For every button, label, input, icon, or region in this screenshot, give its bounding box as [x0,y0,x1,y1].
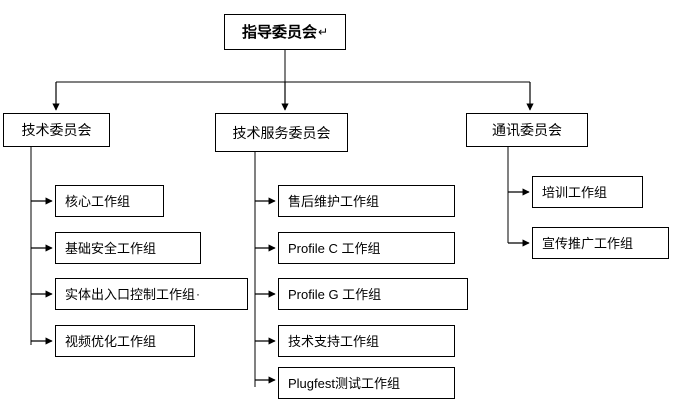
paragraph-mark-icon: ↵ [317,25,329,39]
node-label: 技术支持工作组 [288,333,380,349]
node-label: 技术服务委员会 [232,124,331,141]
node-plugfest-testing-working-group[interactable]: Plugfest测试工作组 [278,367,455,399]
node-physical-access-control-working-group[interactable]: 实体出入口控制工作组· [55,278,248,310]
node-video-optimization-working-group[interactable]: 视频优化工作组 [55,325,195,357]
node-training-working-group[interactable]: 培训工作组 [532,176,643,208]
node-label: 宣传推广工作组 [542,235,634,251]
node-label: Profile C 工作组 [288,240,381,256]
node-technical-support-working-group[interactable]: 技术支持工作组 [278,325,455,357]
node-label: 基础安全工作组 [65,240,157,256]
node-profile-c-working-group[interactable]: Profile C 工作组 [278,232,455,264]
node-profile-g-working-group[interactable]: Profile G 工作组 [278,278,468,310]
node-label: Profile G 工作组 [288,286,382,302]
node-core-working-group[interactable]: 核心工作组 [55,185,164,217]
node-aftersales-maintenance-working-group[interactable]: 售后维护工作组 [278,185,455,217]
node-label: 实体出入口控制工作组 [65,286,196,302]
node-label: 视频优化工作组 [65,333,157,349]
node-label: Plugfest测试工作组 [288,375,400,391]
trailing-mark-icon: · [196,287,201,301]
node-label: 通讯委员会 [492,122,562,138]
node-promotion-working-group[interactable]: 宣传推广工作组 [532,227,669,259]
node-label: 指导委员会 [241,23,317,41]
node-label: 核心工作组 [65,193,131,209]
node-technical-service-committee[interactable]: 技术服务委员会 [215,113,348,152]
node-label: 售后维护工作组 [288,193,380,209]
node-communications-committee[interactable]: 通讯委员会 [466,113,588,147]
node-root-steering-committee[interactable]: 指导委员会↵ [224,14,346,50]
node-label: 培训工作组 [542,184,608,200]
node-technical-committee[interactable]: 技术委员会 [3,113,110,147]
node-label: 技术委员会 [21,122,92,138]
node-basic-security-working-group[interactable]: 基础安全工作组 [55,232,201,264]
